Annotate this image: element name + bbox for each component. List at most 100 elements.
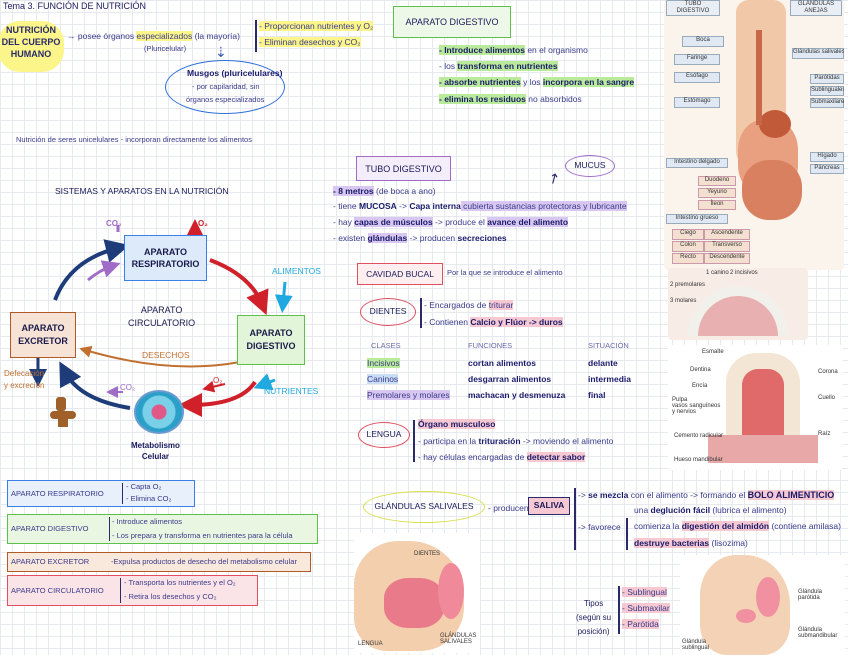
text-mouth-g2b: trituración <box>478 436 521 446</box>
nutrients-label: NUTRIENTES <box>264 386 319 396</box>
summary-digestive: APARATO DIGESTIVO - Introduce alimentos … <box>7 514 318 544</box>
saliva-box: SALIVA <box>528 497 570 515</box>
th-classes: CLASES <box>371 341 401 350</box>
text-anatomy-left-2: Esófago <box>674 72 720 83</box>
text-summary-digestive-label: APARATO DIGESTIVO <box>11 524 89 533</box>
text-glands-a2a: una <box>634 505 651 515</box>
text-teeth-img-labels-2: Encía <box>692 383 708 389</box>
type-2: - Submaxilar <box>622 603 670 613</box>
teeth-t2: - Contienen Calcio y Flúor -> duros <box>424 317 563 327</box>
glands-head-image: DIENTES LENGUA GLÁNDULAS SALIVALES <box>354 533 480 653</box>
teeth-t1: - Encargados de triturar <box>424 300 514 310</box>
cycle-arrows <box>29 219 293 417</box>
text-digestive-system-p3c: incorpora en la sangre <box>542 77 635 87</box>
tube-l3: - hay capas de músculos -> produce el av… <box>333 217 569 227</box>
mucus-ellipse: MUCUS <box>565 155 615 177</box>
glands-a4: comienza la digestión del almidón (conti… <box>634 521 841 531</box>
text-tube-l2e: cubierta sustancias protectoras y lubric… <box>460 201 627 211</box>
text-anatomy-left-3: Estómago <box>674 97 720 108</box>
text-digestive-system-p4a: - elimina los residuos <box>439 94 526 104</box>
text-anatomy-thick-parts-0-0: Ciego <box>672 229 704 240</box>
tongue-brace <box>413 420 415 462</box>
text-anatomy-thick-parts-2-1: Descendente <box>704 253 750 264</box>
page-topic: Tema 3. FUNCIÓN DE NUTRICIÓN <box>3 1 147 11</box>
text-summary-respiratory-l1: - Capta O₂ <box>126 482 162 491</box>
text-anatomy-left-1: Faringe <box>674 54 720 65</box>
text-teeth-img-labels-8: Raíz <box>818 431 831 437</box>
mosses-title: Musgos (pluricelulares) <box>187 68 283 78</box>
text-tube-l3d: avance del alimento <box>487 217 569 227</box>
unicellular-text: Nutrición de seres unicelulares - incorp… <box>16 135 252 144</box>
glands-a3: -> favorece <box>578 522 621 532</box>
text-anatomy-right-2: Sublinguales <box>810 86 844 96</box>
text-mouth-g2a: - participa en la <box>418 436 479 446</box>
text-digestive-system-p2a: - los <box>439 61 458 71</box>
teeth-ellipse: DIENTES <box>360 298 416 326</box>
text-summary-excretory-l1: -Expulsa productos de desecho del metabo… <box>111 557 297 566</box>
text-glands-a4a: comienza la <box>634 521 682 531</box>
text-anatomy-thin-parts-1: Yeyuno <box>698 188 736 198</box>
ds-p4: - elimina los residuos no absorbidos <box>439 94 582 104</box>
waste-label: DESECHOS <box>142 350 190 360</box>
type-1: - Sublingual <box>622 587 667 597</box>
text-digestive-system-p2b: transforma en nutrientes <box>457 61 558 71</box>
teeth-row-1: Incisivos <box>367 358 400 368</box>
text-anatomy-intestine-thick: Intestino grueso <box>666 214 728 224</box>
text-nutrition-organs-text: → posee órganos <box>67 31 135 41</box>
text-mouth-g2c: -> moviendo el alimento <box>520 436 614 446</box>
text-mouth-rows-1-0: Caninos <box>367 374 399 384</box>
text-glands-a1c: con el alimento -> formando el <box>628 490 748 500</box>
co2-bottom-label: CO₂ <box>120 383 136 392</box>
type-3: - Parótida <box>622 619 659 629</box>
tongue-g3: - hay células encargadas de detectar sab… <box>418 452 586 462</box>
organs-line: → posee órganos especializados (la mayor… <box>67 31 240 41</box>
tube-title-box: TUBO DIGESTIVO <box>356 156 451 181</box>
glands-types-label: Tipos (según su posición) <box>576 599 612 636</box>
text-glands-img2-0: Glándula parótida <box>798 589 823 601</box>
ds-p3: - absorbe nutrientes y los incorpora en … <box>439 77 635 87</box>
text-mouth-t1a: - Encargados de <box>424 300 489 310</box>
text-glands-img1-0: DIENTES <box>414 551 441 557</box>
text-glands-a1a: -> <box>578 490 589 500</box>
glands-face-image: Glándula parótida Glándula submandibular… <box>680 555 845 655</box>
text-mouth-rows-2-0: Premolares y molares <box>367 390 450 400</box>
o2-top-label: O₂ <box>198 219 208 228</box>
mosses-ellipse <box>165 60 285 114</box>
text-teeth-img-arch-1: 2 incisivos <box>730 270 758 276</box>
text-summary-digestive-l1: - Introduce alimentos <box>112 517 183 526</box>
text-diagram-respiratory: APARATO RESPIRATORIO <box>131 247 200 269</box>
text-glands-a2b: deglución fácil <box>650 505 711 515</box>
ds-p2: - los transforma en nutrientes <box>439 61 558 71</box>
toilet-icon <box>50 397 78 427</box>
text-glands-a1d: BOLO ALIMENTICIO <box>747 490 835 500</box>
text-nutrition-specialized: especializados <box>136 31 193 41</box>
teeth-row-2-func: desgarran alimentos <box>468 374 552 384</box>
text-glands-a5a: destruye bacterias <box>634 538 710 548</box>
text-diagram-excretory: APARATO EXCRETOR <box>18 323 68 346</box>
text-anatomy-right2-0: Hígado <box>810 152 844 162</box>
nutrition-point1: - Proporcionan nutrientes y O₂ <box>259 21 374 31</box>
text-tube-title: TUBO DIGESTIVO <box>365 163 442 174</box>
text-glands-img2-2: Glándula sublingual <box>682 639 710 651</box>
text-summary-circulatory-label: APARATO CIRCULATORIO <box>11 586 104 595</box>
text-anatomy-right2-1: Páncreas <box>810 164 844 174</box>
nutrition-point2: - Eliminan desechos y CO₂ <box>259 37 361 47</box>
text-digestive-system-p1a: - Introduce alimentos <box>439 45 525 55</box>
glands-a5: destruye bacterias (lisozima) <box>634 538 748 548</box>
th-functions: FUNCIONES <box>468 341 513 350</box>
text-glands-img1-1: LENGUA <box>358 641 383 647</box>
text-teeth-img-labels-0: Esmalte <box>702 349 724 355</box>
ds-p1: - Introduce alimentos en el organismo <box>439 45 588 55</box>
text-glands-t-2: - Parótida <box>622 619 659 629</box>
text-tube-l1a: - 8 metros <box>333 186 374 196</box>
text-glands-a5b: (lisozima) <box>709 538 748 548</box>
text-tube-l2a: - tiene <box>333 201 359 211</box>
teeth-row-3: Premolares y molares <box>367 390 450 400</box>
text-anatomy-thin-parts-0: Duodeno <box>698 176 736 186</box>
text-summary-digestive-l2: - Los prepara y transforma en nutrientes… <box>112 531 293 540</box>
nutrition-title: NUTRICIÓN DEL CUERPO HUMANO <box>0 21 64 72</box>
text-digestive-system-p3b: y los <box>520 77 543 87</box>
teeth-row-2-pos: intermedia <box>588 374 631 384</box>
text-teeth-img-labels-4: Cemento radicular <box>674 433 724 439</box>
text-nutrition-majority: (la mayoría) <box>194 31 240 41</box>
